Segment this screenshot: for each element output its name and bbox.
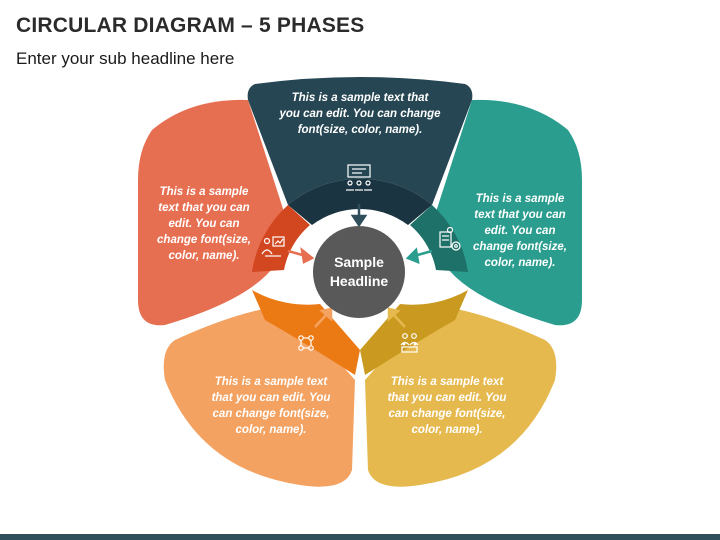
phase-bottom-right-line: color, name).	[411, 424, 483, 436]
phase-left-line: text that you can	[158, 202, 250, 214]
phase-bottom-left-line: can change font(size,	[212, 408, 330, 420]
phase-bottom-left-text: This is a sample text that you can edit.…	[202, 374, 340, 438]
phase-bottom-right-text: This is a sample text that you can edit.…	[378, 374, 516, 438]
phase-top-line: This is a sample text that	[291, 92, 429, 104]
phase-right-line: change font(size,	[473, 241, 567, 253]
team-collaboration-icon	[400, 333, 419, 353]
arrow-left	[287, 246, 315, 264]
arrow-bottom-right	[387, 307, 406, 328]
phase-left-line: change font(size,	[157, 234, 251, 246]
page-title: CIRCULAR DIAGRAM – 5 PHASES	[16, 14, 365, 37]
phase-top-line: you can edit. You can change	[279, 108, 441, 120]
phase-bottom-right-line: can change font(size,	[388, 408, 506, 420]
team-network-icon	[298, 335, 314, 351]
arrow-bottom-left	[314, 307, 333, 328]
phase-left-line: edit. You can	[168, 218, 240, 230]
phase-bottom-right-line: that you can edit. You	[387, 392, 507, 404]
document-gear-icon	[439, 226, 461, 251]
center-headline-line: Headline	[329, 273, 389, 289]
center-circle	[313, 226, 405, 318]
phase-bottom-left-petal[interactable]	[163, 290, 360, 487]
bottom-bar	[0, 534, 720, 540]
phase-top-petal[interactable]	[247, 77, 473, 225]
center-headline-line: Sample	[334, 254, 384, 270]
phase-top-line: font(size, color, name).	[297, 124, 423, 136]
phase-bottom-left-line: that you can edit. You	[211, 392, 331, 404]
phase-right-text: This is a sample text that you can edit.…	[462, 191, 578, 271]
phase-right-line: text that you can	[474, 209, 566, 221]
phase-bottom-left-line: This is a sample text	[214, 376, 328, 388]
presentation-team-icon	[346, 164, 372, 191]
phase-left-line: This is a sample	[159, 186, 249, 198]
phase-left-line: color, name).	[168, 250, 240, 262]
phase-right-line: edit. You can	[484, 225, 556, 237]
phase-left-text: This is a sample text that you can edit.…	[146, 184, 262, 264]
phase-bottom-left-line: color, name).	[235, 424, 307, 436]
arrow-top	[350, 204, 368, 228]
phase-right-petal[interactable]	[410, 99, 582, 326]
center-headline: Sample Headline	[313, 226, 405, 318]
arrow-right	[405, 247, 433, 264]
phase-right-line: color, name).	[484, 257, 556, 269]
phase-top-text: This is a sample text that you can edit.…	[266, 90, 454, 138]
phase-bottom-right-petal[interactable]	[360, 290, 557, 487]
phase-left-petal[interactable]	[138, 99, 310, 326]
page-subtitle: Enter your sub headline here	[16, 49, 235, 68]
phase-bottom-right-line: This is a sample text	[390, 376, 504, 388]
phase-right-line: This is a sample	[475, 193, 565, 205]
person-chart-icon	[261, 236, 285, 257]
